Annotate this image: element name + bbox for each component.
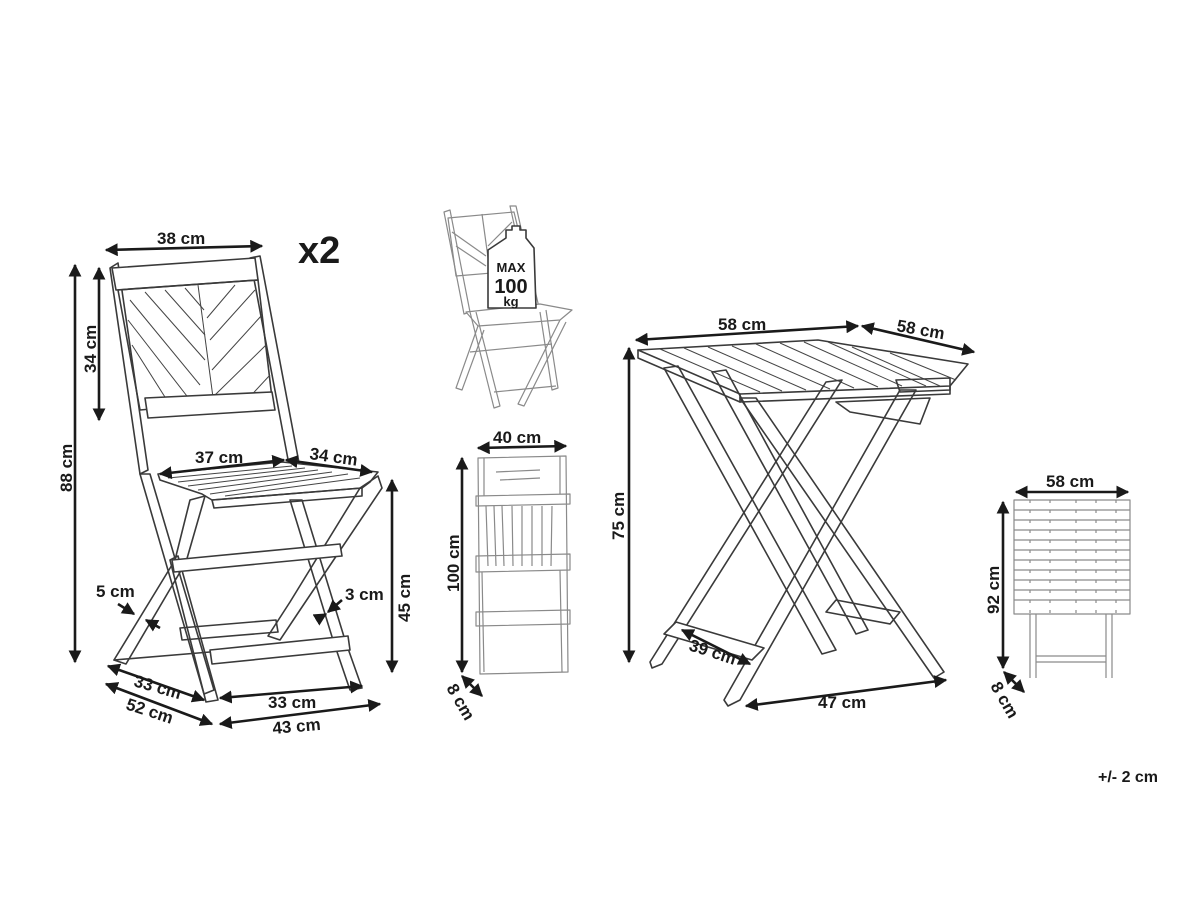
- chair-backrest-label: 34 cm: [81, 325, 100, 373]
- folded-chair-height-label: 100 cm: [444, 534, 463, 592]
- chair-seat-height-label: 45 cm: [395, 574, 414, 622]
- chair-seat-width-dim: [158, 454, 286, 480]
- table-depth-label: 58 cm: [895, 316, 946, 343]
- chair-base-inner-front-dim: [218, 680, 364, 704]
- table-height-label: 75 cm: [609, 492, 628, 540]
- weight-icon: [487, 225, 537, 309]
- folded-table-height-label: 92 cm: [984, 566, 1003, 614]
- chair-base-inner-front-label: 33 cm: [268, 693, 316, 712]
- quantity-label: x2: [298, 230, 340, 272]
- load-chair-drawing: [443, 205, 573, 409]
- chair-leg-front-arrow2: [144, 618, 161, 632]
- chair-height-label: 88 cm: [57, 444, 76, 492]
- folded-table-depth-dim: [1003, 671, 1025, 693]
- chair-leg-back-arrow2: [312, 612, 328, 626]
- folded-chair-depth-dim: [461, 675, 483, 697]
- chair-leg-back-label: 3 cm: [345, 585, 384, 604]
- weight-badge-value: 100: [494, 276, 527, 298]
- weight-badge-unit: kg: [503, 294, 518, 309]
- folded-chair-drawing: [475, 455, 571, 675]
- folded-chair-width-label: 40 cm: [493, 428, 541, 447]
- table-depth-dim: [860, 322, 976, 356]
- folded-chair-width-dim: [476, 439, 568, 455]
- weight-badge-max: MAX: [497, 260, 526, 275]
- chair-seat-width-label: 37 cm: [195, 448, 243, 467]
- chair-width-top-label: 38 cm: [157, 229, 205, 248]
- chair-base-outer-front-dim: [218, 699, 382, 729]
- table-leg-width-label: 47 cm: [818, 693, 866, 712]
- table-width-dim: [634, 320, 860, 346]
- folded-table-drawing: [1013, 499, 1131, 678]
- chair-leg-front-arrow1: [117, 602, 136, 616]
- chair-leg-back-arrow1: [327, 599, 343, 613]
- tolerance-note: +/- 2 cm: [1098, 769, 1158, 786]
- chair-seat-depth-dim: [284, 455, 374, 477]
- chair-base-outer-side-dim: [104, 682, 214, 726]
- table-width-label: 58 cm: [718, 315, 766, 334]
- chair-base-outer-front-label: 43 cm: [272, 715, 322, 738]
- table-leg-depth-dim: [680, 628, 752, 666]
- chair-drawing: [109, 255, 383, 703]
- folded-table-width-label: 58 cm: [1046, 472, 1094, 491]
- chair-width-top-dim: [104, 239, 264, 257]
- table-leg-width-dim: [744, 675, 948, 711]
- chair-leg-front-label: 5 cm: [96, 582, 135, 601]
